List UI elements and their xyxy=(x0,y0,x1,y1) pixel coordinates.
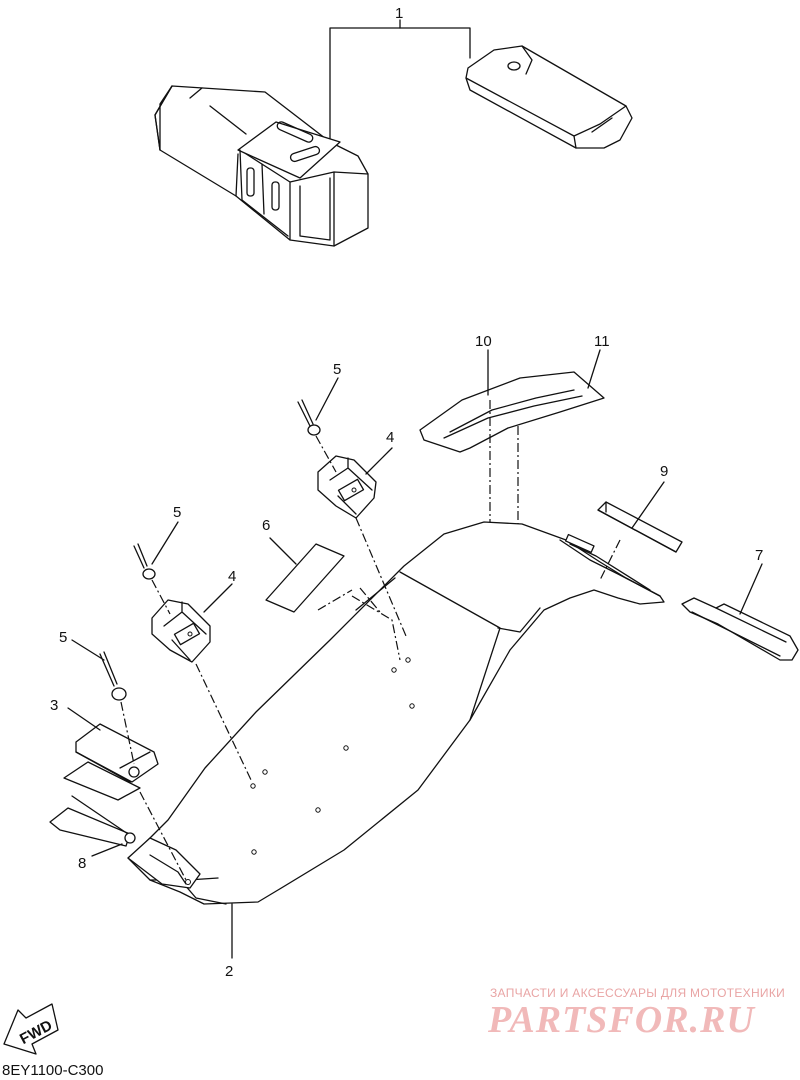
leader-line-5b xyxy=(151,521,179,565)
callout-3: 3 xyxy=(50,697,58,714)
callout-9: 9 xyxy=(660,463,668,480)
leader-line-3 xyxy=(67,707,101,731)
callout-8: 8 xyxy=(78,855,86,872)
rivet-8 xyxy=(49,795,136,857)
strip-9 xyxy=(597,481,683,581)
watermark-tagline: ЗАПЧАСТИ И АКСЕССУАРЫ ДЛЯ МОТОТЕХНИКИ xyxy=(490,986,786,1000)
callout-4b: 4 xyxy=(228,568,236,585)
leader-line-5c xyxy=(71,639,105,661)
callout-1: 1 xyxy=(395,5,403,22)
leader-line-5a xyxy=(315,377,339,421)
callout-4a: 4 xyxy=(386,429,394,446)
callout-2: 2 xyxy=(225,963,233,980)
rolled-tool-case xyxy=(154,85,369,247)
callout-7: 7 xyxy=(755,547,763,564)
rod-7 xyxy=(681,563,799,661)
leader-line-9 xyxy=(631,481,665,529)
callout-5b: 5 xyxy=(173,504,181,521)
decal-6 xyxy=(265,537,401,661)
bracket-lower xyxy=(63,639,187,881)
leader-line-6 xyxy=(269,537,297,565)
tool-bag-assembly xyxy=(154,19,633,247)
diagram-part-code: 8EY1100-C300 xyxy=(2,1062,104,1079)
callout-10: 10 xyxy=(475,333,492,350)
watermark-logo: PARTSFOR.RU xyxy=(488,999,755,1041)
leader-line-4b xyxy=(203,583,233,613)
fwd-arrow: FWD xyxy=(3,1003,59,1055)
callout-6: 6 xyxy=(262,517,270,534)
tool-pouch xyxy=(465,45,633,149)
leader-line-1b xyxy=(399,27,471,59)
callout-5a: 5 xyxy=(333,361,341,378)
clamp-middle xyxy=(133,521,253,783)
rear-fender xyxy=(127,521,665,959)
callout-11: 11 xyxy=(594,333,610,350)
leader-line-4a xyxy=(365,447,393,475)
leader-line-7 xyxy=(739,563,763,615)
leader-line-8 xyxy=(91,843,123,857)
leader-line-11 xyxy=(587,349,601,389)
leader-line-1a xyxy=(329,27,401,141)
clamp-upper xyxy=(297,377,407,637)
callout-5c: 5 xyxy=(59,629,67,646)
